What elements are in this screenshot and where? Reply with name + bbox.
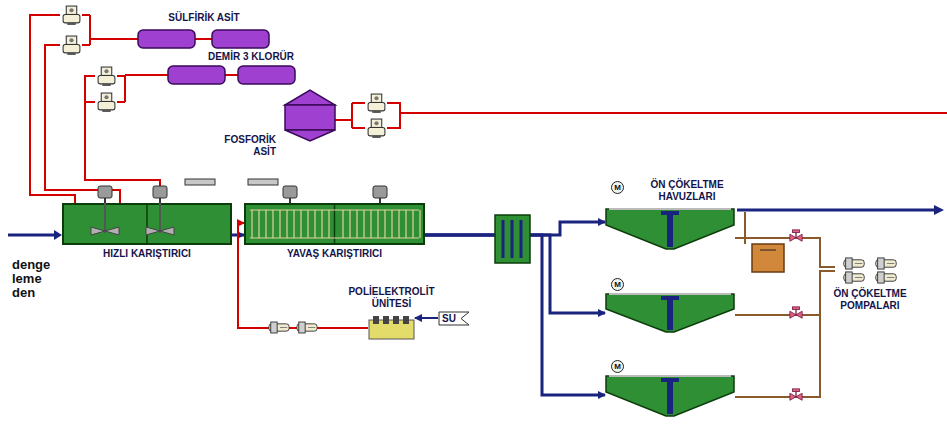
pipe-connector xyxy=(735,271,835,397)
unit-label: ÖN ÇÖKELTME HAVUZLARI xyxy=(637,179,737,203)
chemical-label: FOSFORİK ASİT xyxy=(212,134,276,158)
unit-label: YAVAŞ KARIŞTIRICI xyxy=(244,248,425,260)
unit-label: SU xyxy=(442,312,456,325)
polyelectrolyte-unit-shape xyxy=(368,316,415,340)
rapid-mixer-tank-shape xyxy=(62,203,232,245)
unit-label: ÖN ÇÖKELTME POMPALARI xyxy=(825,288,915,312)
unit-label: POLİELEKTROLİT ÜNİTESİ xyxy=(338,286,445,310)
motor-mark: M xyxy=(611,181,624,194)
pipe-connector xyxy=(735,238,835,267)
motor-mark: M xyxy=(611,278,624,291)
slow-mixer-tank: YAVAŞ KARIŞTIRICI xyxy=(244,203,425,245)
clarifier-basin: M xyxy=(605,375,735,417)
inflow-source-label: denge leme den xyxy=(12,258,60,300)
unit-label: HIZLI KARIŞTIRICI xyxy=(62,248,232,260)
motor-mark: M xyxy=(611,360,624,373)
polyelectrolyte-unit: POLİELEKTROLİT ÜNİTESİ xyxy=(368,316,415,340)
clarifier-basin-shape xyxy=(605,375,735,417)
chemical-label: SÜLFİRİK ASİT xyxy=(148,12,260,24)
slow-mixer-tank-shape xyxy=(244,203,425,245)
clarifier-basin: ÖN ÇÖKELTME HAVUZLARIM xyxy=(605,208,735,250)
clarifier-basin: M xyxy=(605,293,735,333)
pipe-connector xyxy=(415,317,438,319)
clarifier-basin-shape xyxy=(605,208,735,250)
rapid-mixer-tank: HIZLI KARIŞTIRICI xyxy=(62,203,232,245)
sludge-pump-group-shape xyxy=(835,255,905,285)
sludge-pump-group: ÖN ÇÖKELTME POMPALARI xyxy=(835,255,905,285)
clarifier-basin-shape xyxy=(605,293,735,333)
chemical-label: DEMİR 3 KLORÜR xyxy=(196,51,306,63)
water-inlet-flag: SU xyxy=(438,311,470,326)
